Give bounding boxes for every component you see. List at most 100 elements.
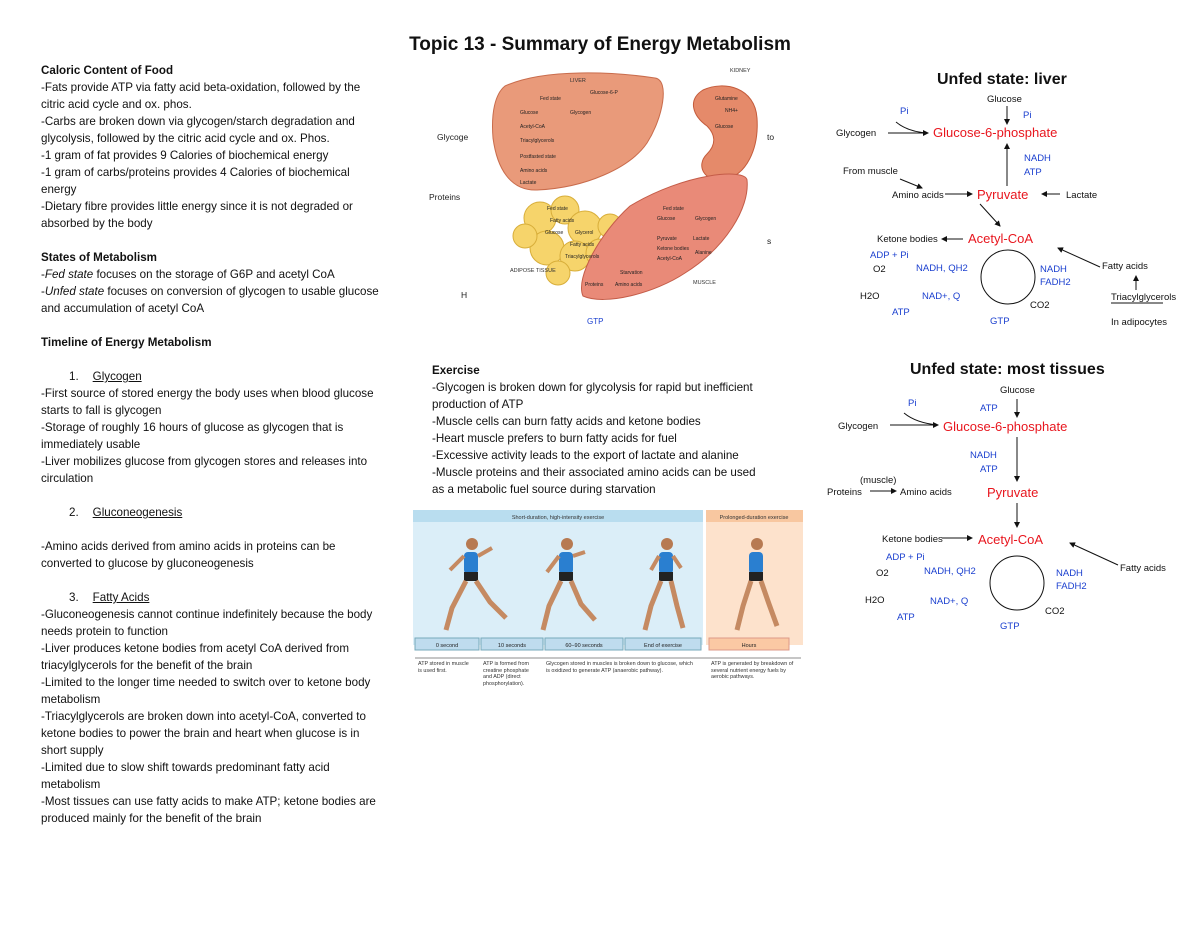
caption-atp-stored: ATP stored in muscle is used first. [418,661,469,674]
liver-pathway-label: Acetyl-CoA [520,124,546,130]
gtp-label: GTP [1000,621,1020,632]
fadh2-label: FADH2 [1040,277,1071,288]
proteins-label: Proteins [827,487,862,498]
fatty-line: -Limited to the longer time needed to sw… [41,676,371,706]
tissue-arrows [870,399,1119,611]
caption-aerobic: ATP is generated by breakdown of several… [711,661,794,680]
nadh-label: NADH [1040,264,1067,275]
atp-label: ATP [1024,167,1042,178]
muscle-pathway-label: Alanine [695,250,712,256]
muscle-pathway-label: Pyruvate [657,236,677,242]
unfed-tissues-diagram: Unfed state: most tissues Glucose ATP Pi… [827,361,1166,632]
muscle-shape [581,173,748,300]
liver-pathway-label: Lactate [520,180,537,186]
left-column: Caloric Content of Food -Fats provide AT… [41,62,381,827]
liver-pathway-label: Fed state [540,96,561,102]
liver-pathway-label: Amino acids [520,168,548,174]
pi-label: Pi [1023,110,1031,121]
timeline-label: 60–90 seconds [565,643,603,649]
g6p-label: Glucose-6-phosphate [943,419,1067,434]
fatty-title: Fatty Acids [92,591,150,604]
exercise-line: -Excessive activity leads to the export … [432,449,739,462]
muscle-pathway-label: Lactate [693,236,710,242]
exercise-figure: Short-duration, high-intensity exercise … [413,510,803,659]
h-side-label: H [461,290,467,300]
liver-diagram-title: Unfed state: liver [937,71,1067,88]
adipose-pathway-label: Glucose [545,230,564,236]
nadh-label: NADH [1056,568,1083,579]
caloric-line: -1 gram of fat provides 9 Calories of bi… [41,149,329,162]
long-header: Prolonged-duration exercise [720,515,789,521]
co2-label: CO2 [1045,606,1065,617]
page-title: Topic 13 - Summary of Energy Metabolism [409,34,791,55]
adipose-pathway-label: Fed state [547,206,568,212]
atp-label: ATP [980,464,998,475]
timeline-label: 0 second [436,643,458,649]
nadh-qh2-label: NADH, QH2 [916,263,968,274]
h2o-label: H2O [865,595,885,606]
liver-label: LIVER [570,78,586,84]
muscle-pathway-label: Proteins [585,282,604,288]
adp-pi-label: ADP + Pi [870,250,909,261]
glucose-label: Glucose [987,94,1022,105]
nadh-label: NADH [970,450,997,461]
liver-pathway-label: Glucose-6-P [590,90,618,96]
adp-pi-label: ADP + Pi [886,552,925,563]
adipose-pathway-label: Glycerol [575,230,593,236]
timeline-label: End of exercise [644,643,682,649]
muscle-label: (muscle) [860,475,896,486]
caption-creatine: ATP is formed from creatine phosphate an… [483,661,529,687]
h2o-label: H2O [860,291,880,302]
caloric-line: -1 gram of carbs/proteins provides 4 Cal… [41,166,350,196]
organ-metabolism-figure: LIVER KIDNEY ADIPOSE TISSUE MUSCLE Glyco… [429,68,774,326]
liver-pathway-label: Triacylglycerols [520,138,555,144]
glycogen-number: 1. [69,370,79,383]
pyruvate-label: Pyruvate [977,187,1028,202]
atp-label: ATP [892,307,910,318]
timeline-bar [414,637,790,651]
o2-label: O2 [876,568,889,579]
short-panel [413,510,703,645]
fatty-line: -Triacylglycerols are broken down into a… [41,710,366,757]
timeline-label: Hours [742,643,757,649]
liver-pathway-label: Postfasted state [520,154,556,160]
caloric-line: -Carbs are broken down via glycogen/star… [41,115,355,145]
glycogen-item: 1. Glycogen [41,368,381,385]
s-side-label: s [767,236,771,246]
acetyl-coa-label: Acetyl-CoA [978,532,1043,547]
unfed-state-line: -Unfed state focuses on conversion of gl… [41,285,379,315]
pi-label: Pi [908,398,916,409]
adipose-label: ADIPOSE TISSUE [510,268,556,274]
glycogen-title: Glycogen [92,370,142,383]
fatty-line: -Gluconeogenesis cannot continue indefin… [41,608,373,638]
muscle-label: MUSCLE [693,280,716,286]
gluco-line: -Amino acids derived from amino acids in… [41,540,336,570]
caloric-line: -Dietary fibre provides little energy si… [41,200,353,230]
liver-pathway-label: Glycogen [570,110,591,116]
gluco-number: 2. [69,506,79,519]
o2-label: O2 [873,264,886,275]
fatty-item: 3.Fatty Acids [41,589,381,606]
gtp-side-label: GTP [587,317,603,326]
caloric-heading: Caloric Content of Food [41,64,174,77]
muscle-pathway-label: Ketone bodies [657,246,689,252]
ketone-bodies-label: Ketone bodies [877,234,938,245]
unfed-liver-diagram: Unfed state: liver Glucose Pi Pi Glycoge… [836,71,1176,328]
nad-q-label: NAD+, Q [930,596,968,607]
proteins-side-label: Proteins [429,192,460,202]
co2-label: CO2 [1030,300,1050,311]
fatty-acids-label: Fatty acids [1120,563,1166,574]
amino-acids-label: Amino acids [892,190,944,201]
glycogen-label: Glycogen [836,128,876,139]
fed-state-line: -Fed state focuses on the storage of G6P… [41,268,335,281]
fatty-line: -Liver produces ketone bodies from acety… [41,642,350,672]
glycogen-line: -Liver mobilizes glucose from glycogen s… [41,455,368,485]
caption-glycogen: Glycogen stored in muscles is broken dow… [546,661,693,674]
glycogen-line: -Storage of roughly 16 hours of glucose … [41,421,344,451]
nad-q-label: NAD+, Q [922,291,960,302]
runner-figure [443,538,780,631]
atp-label: ATP [980,403,998,414]
adipose-pathway-label: Fatty acids [550,218,575,224]
gluco-item: 2. Gluconeogenesis [41,504,381,521]
gluco-title: Gluconeogenesis [92,506,183,519]
